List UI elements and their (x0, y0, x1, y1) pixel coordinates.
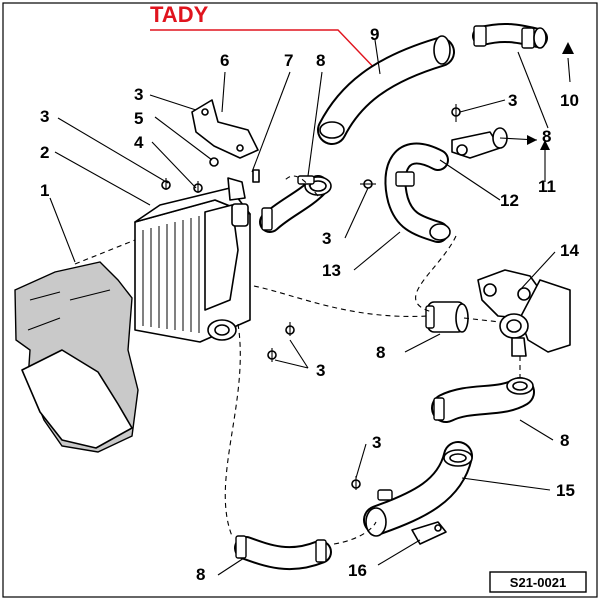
hose-right (431, 377, 535, 423)
drawing-reference: S21-0021 (489, 571, 587, 593)
small-bracket (411, 521, 447, 545)
callout-1: 1 (40, 181, 49, 200)
callout-7: 7 (284, 51, 293, 70)
callout-4: 4 (134, 133, 144, 152)
arrowheads (527, 42, 574, 150)
annotation-leader (150, 29, 381, 75)
callout-2: 2 (40, 143, 49, 162)
fasteners (161, 104, 461, 490)
callout-11: 11 (538, 177, 556, 196)
callout-16: 16 (348, 561, 367, 580)
hose-upper-center (259, 175, 332, 233)
callout-10: 10 (560, 91, 579, 110)
bracket (191, 99, 259, 159)
callout-12: 12 (500, 191, 519, 210)
callout-8-right-top: 8 (542, 127, 551, 146)
red-annotation: TADY (150, 2, 383, 77)
callout-3-lower-left: 3 (316, 361, 325, 380)
callout-3-mid: 3 (322, 229, 331, 248)
callout-5: 5 (134, 109, 143, 128)
callout-9: 9 (370, 25, 379, 44)
connector-center (425, 301, 469, 333)
hose-lower-right (363, 441, 473, 537)
callout-labels: 1 2 3 3 5 4 6 7 8 9 10 8 11 12 3 3 13 14… (40, 25, 579, 584)
callout-14: 14 (560, 241, 579, 260)
callout-8-center: 8 (376, 343, 385, 362)
intercooler (134, 187, 251, 343)
callout-8-lower-right: 8 (560, 431, 569, 450)
hose-bottom (234, 535, 332, 571)
annotation-label: TADY (150, 2, 209, 27)
callout-3-right: 3 (508, 91, 517, 110)
intercooler-fins (142, 216, 200, 333)
callout-3-upper: 3 (134, 85, 143, 104)
upper-right-connector (472, 22, 548, 49)
callout-3-top-left: 3 (40, 107, 49, 126)
callout-leaders (49, 39, 571, 576)
routing-lines (74, 175, 521, 545)
callout-8-top: 8 (316, 51, 325, 70)
drawing-ref-number: S21-0021 (510, 575, 566, 590)
callout-15: 15 (556, 481, 575, 500)
main-hose (317, 35, 455, 145)
air-duct (14, 261, 139, 453)
turbocharger (477, 269, 571, 357)
callout-3-lower: 3 (372, 433, 381, 452)
callout-8-bottom: 8 (196, 565, 205, 584)
mid-hose (384, 127, 508, 243)
callout-13: 13 (322, 261, 341, 280)
callout-6: 6 (220, 51, 229, 70)
